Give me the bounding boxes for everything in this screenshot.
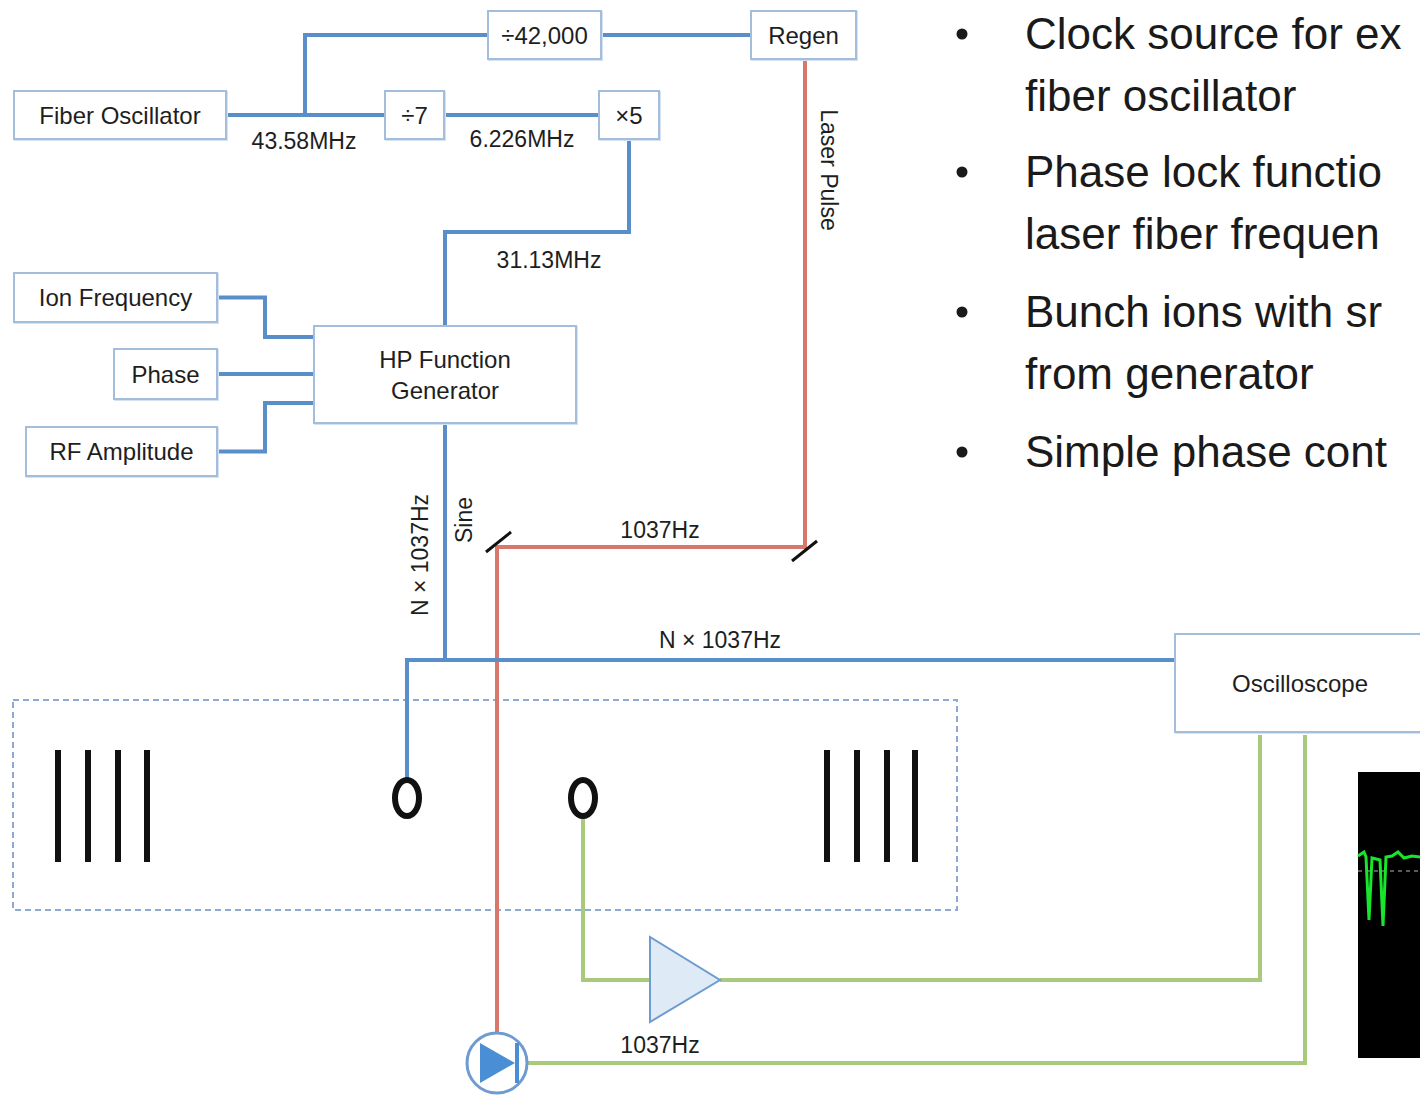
process-box: Fiber Oscillator [13, 90, 227, 140]
box-label: Fiber Oscillator [39, 100, 200, 131]
signal-connector [602, 33, 750, 37]
photodiode-symbol [467, 1033, 527, 1093]
pickup-wire [583, 815, 650, 980]
process-box: ÷7 [384, 90, 445, 140]
bullet-text: Phase lock functio laser fiber frequen [1025, 141, 1417, 265]
signal-label: 43.58MHz [252, 128, 357, 154]
scope-trace-inset [1358, 772, 1420, 1058]
mirror [792, 541, 817, 561]
signal-connector [218, 403, 313, 452]
amplifier-symbol [650, 937, 720, 1022]
electrode-stack [58, 750, 915, 862]
laser-beam [497, 60, 805, 1033]
box-label: HP Function Generator [350, 344, 540, 406]
process-box: Ion Frequency [13, 272, 218, 323]
signal-label: 1037Hz [620, 1032, 699, 1058]
bullet-dot [957, 29, 968, 40]
bullet-dot [957, 167, 968, 178]
bullet-text: Bunch ions with sr from generator [1025, 281, 1417, 405]
bullet-text: Clock source for ex fiber oscillator [1025, 3, 1417, 127]
signal-label: 31.13MHz [497, 247, 602, 273]
box-label: Regen [768, 20, 839, 51]
trap-ring [571, 780, 595, 816]
signal-label: Laser Pulse [816, 109, 842, 230]
signal-wire [720, 735, 1260, 980]
signal-label: N × 1037Hz [407, 494, 433, 616]
mirror [486, 532, 511, 552]
box-label: ÷42,000 [501, 20, 588, 51]
bullet-dot [957, 447, 968, 458]
trap-region [13, 700, 957, 910]
signal-wire [528, 735, 1305, 1063]
box-label: Phase [131, 359, 199, 390]
process-box: Oscilloscope [1174, 633, 1420, 733]
signal-connector [227, 113, 384, 117]
signal-connector [218, 372, 313, 376]
box-label: Oscilloscope [1232, 668, 1368, 699]
signal-label: 1037Hz [620, 517, 699, 543]
bullet-text: Simple phase cont [1025, 421, 1417, 483]
box-label: ×5 [615, 100, 642, 131]
photodiode-symbol [515, 1043, 519, 1083]
box-label: Ion Frequency [39, 282, 192, 313]
box-label: ÷7 [401, 100, 428, 131]
process-box: Phase [113, 348, 218, 400]
signal-label: N × 1037Hz [659, 627, 781, 653]
photodiode-symbol [480, 1043, 515, 1083]
signal-connector [218, 298, 313, 338]
signal-connector [445, 140, 629, 325]
process-box: ÷42,000 [487, 10, 602, 60]
box-label: RF Amplitude [49, 436, 193, 467]
process-box: HP Function Generator [313, 325, 577, 424]
process-box: Regen [750, 10, 857, 60]
process-box: RF Amplitude [25, 426, 218, 477]
bullet-dot [957, 307, 968, 318]
trap-ring [395, 780, 419, 816]
signal-connector [227, 35, 487, 115]
signal-label: 6.226MHz [470, 126, 575, 152]
drive-wire [407, 660, 445, 780]
scope-trace [1358, 852, 1420, 926]
signal-label: Sine [451, 497, 477, 543]
process-box: ×5 [598, 90, 660, 140]
signal-connector [445, 113, 598, 117]
